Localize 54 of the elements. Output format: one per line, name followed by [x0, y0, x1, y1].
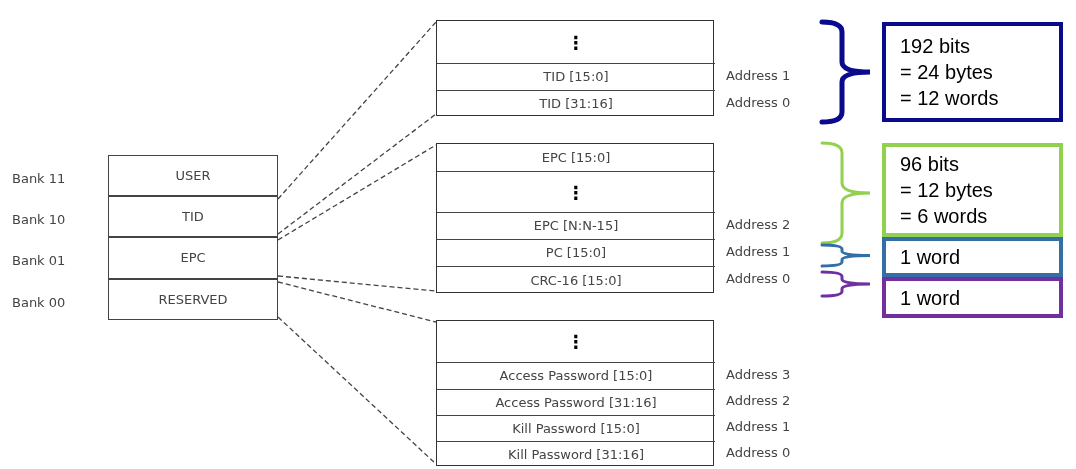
row-label: USER — [175, 166, 211, 185]
dashed-connector — [277, 316, 437, 465]
address-label: Address 2 — [726, 393, 791, 409]
row-label: TID [15:0] — [543, 68, 609, 87]
note-text: 1 word — [900, 245, 962, 270]
row-label: EPC [N:N-15] — [533, 217, 619, 236]
dashed-connector — [277, 275, 437, 292]
size-note-box — [882, 143, 1063, 237]
memory-block — [436, 143, 714, 293]
size-note-box — [882, 277, 1063, 318]
bank-row — [108, 237, 278, 279]
note-text: 96 bits — [900, 152, 960, 177]
address-label: Address 3 — [726, 366, 791, 383]
note-text: = 24 bytes — [900, 60, 994, 85]
size-note-box — [882, 237, 1063, 277]
size-note-box — [882, 22, 1063, 122]
address-label: Address 1 — [726, 243, 791, 260]
row-label: TID [31:16] — [539, 95, 613, 114]
note-text: 1 word — [900, 285, 962, 311]
row-label: ⋮ — [567, 330, 585, 354]
address-label: Address 0 — [726, 271, 791, 287]
bank-label: Bank 00 — [12, 294, 66, 311]
row-label: Access Password [31:16] — [495, 393, 657, 412]
dashed-connector — [277, 281, 437, 323]
address-label: Address 0 — [726, 94, 791, 111]
address-label: Address 1 — [726, 67, 791, 84]
row-label: PC [15:0] — [545, 244, 607, 263]
address-label: Address 1 — [726, 419, 791, 435]
row-label: ⋮ — [567, 180, 585, 205]
row-label: ⋮ — [567, 30, 585, 55]
row-label: EPC [15:0] — [541, 148, 611, 167]
note-text: = 6 words — [900, 204, 989, 229]
address-label: Address 2 — [726, 216, 791, 233]
row-label: RESERVED — [158, 290, 228, 309]
row-label: EPC — [180, 249, 206, 268]
bank-row — [108, 155, 278, 196]
row-label: Access Password [15:0] — [499, 367, 653, 386]
memory-block — [436, 20, 714, 116]
note-text: = 12 words — [900, 86, 1000, 111]
address-label: Address 0 — [726, 445, 791, 461]
bank-row — [108, 279, 278, 320]
note-text: = 12 bytes — [900, 178, 994, 203]
row-label: Kill Password [15:0] — [512, 419, 640, 438]
bank-label: Bank 01 — [12, 253, 66, 269]
dashed-connector — [277, 21, 437, 200]
row-label: Kill Password [31:16] — [508, 445, 644, 464]
note-text: 192 bits — [900, 34, 972, 59]
row-label: CRC-16 [15:0] — [530, 271, 622, 290]
dashed-connector — [277, 113, 437, 235]
row-label: TID — [182, 207, 204, 226]
bank-label: Bank 11 — [12, 170, 66, 187]
bank-row — [108, 196, 278, 237]
memory-block — [436, 320, 714, 466]
bank-label: Bank 10 — [12, 211, 66, 228]
